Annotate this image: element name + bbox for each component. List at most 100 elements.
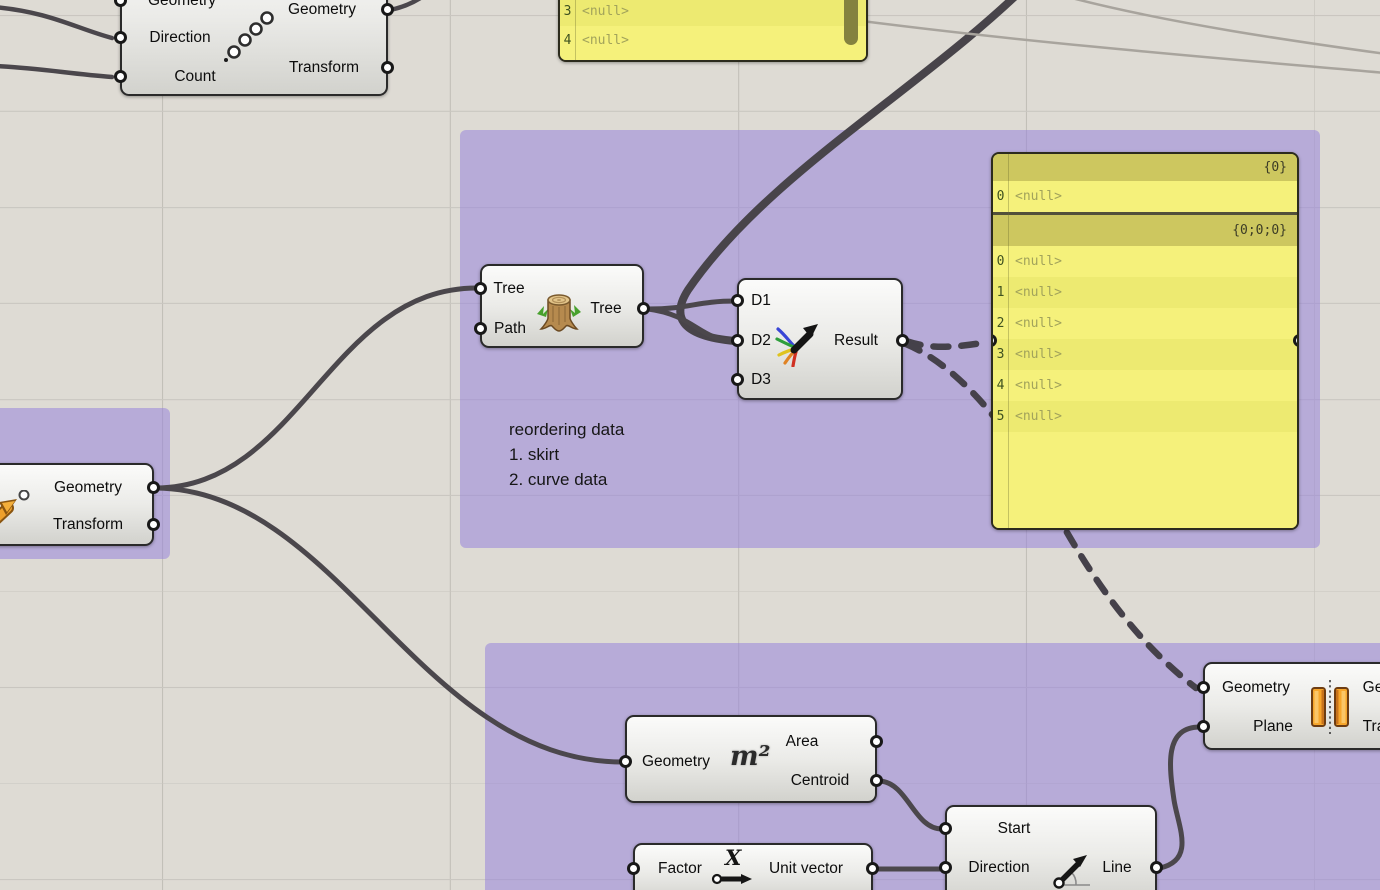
area-output-centroid-port[interactable] [870, 774, 883, 787]
move-arrow-icon [0, 490, 30, 524]
row-index: 3 [563, 4, 572, 19]
array-output-transform-port[interactable] [381, 61, 394, 74]
line-input-direction-port[interactable] [939, 861, 952, 874]
unit-x-component[interactable]: Factor Unit vector X [627, 843, 879, 890]
note-line-1: reordering data [509, 420, 625, 439]
array-input-geometry-label: Geometry [147, 0, 217, 9]
move-component[interactable]: Geometry Transform [0, 463, 160, 546]
merge-input-d3-port[interactable] [731, 373, 744, 386]
panel-row: 1 <null> [993, 277, 1297, 308]
mirror-input-plane-port[interactable] [1197, 720, 1210, 733]
merge-component[interactable]: D1 D2 D3 Result [731, 278, 909, 400]
wire-to-array-count[interactable] [0, 64, 115, 80]
mirror-component[interactable]: Geometry Plane Ge Tra [1197, 662, 1380, 750]
wire-move-to-tree[interactable] [153, 285, 480, 491]
panel-column-line [575, 0, 576, 60]
row-index: 4 [563, 33, 572, 48]
unit-x-arrow-icon [711, 873, 752, 885]
unit-x-glyph: X [725, 845, 742, 870]
area-output-area-port[interactable] [870, 735, 883, 748]
tree-output-tree-label: Tree [590, 300, 622, 317]
array-input-direction-label: Direction [149, 29, 211, 46]
line-input-direction-label: Direction [968, 859, 1030, 876]
line-sdl-component[interactable]: Start Direction Line [939, 805, 1163, 890]
panel-row: 4 <null> [560, 26, 866, 55]
panel-column-line [1008, 154, 1009, 528]
tree-output-tree-port[interactable] [637, 302, 650, 315]
mirror-input-geometry-port[interactable] [1197, 681, 1210, 694]
row-index: 0 [996, 189, 1005, 204]
move-output-transform-port[interactable] [147, 518, 160, 531]
tree-input-tree-port[interactable] [474, 282, 487, 295]
note-line-2: 1. skirt [509, 445, 560, 464]
area-output-area-label: Area [785, 733, 819, 750]
array-input-geometry-port[interactable] [114, 0, 127, 7]
merge-output-result-label: Result [834, 332, 878, 349]
panel-empty-area [993, 432, 1297, 528]
merge-output-result-port[interactable] [896, 334, 909, 347]
panel-row: 3 <null> [560, 0, 866, 26]
unitx-output-port[interactable] [866, 862, 879, 875]
tree-input-tree-label: Tree [493, 280, 525, 297]
row-value: <null> [1015, 189, 1062, 204]
row-index: 5 [996, 409, 1005, 424]
area-input-geometry-label: Geometry [641, 753, 711, 770]
area-input-geometry-port[interactable] [619, 755, 632, 768]
panel-path-header: {0;0;0} [993, 215, 1297, 246]
area-output-centroid-label: Centroid [790, 772, 850, 789]
row-value: <null> [1015, 378, 1062, 393]
line-output-line-label: Line [1102, 859, 1132, 876]
split-tree-component[interactable]: Tree Path Tree [474, 264, 650, 348]
line-output-port[interactable] [1150, 861, 1163, 874]
tree-stump-icon [537, 294, 581, 332]
panel-scrollbar[interactable] [844, 0, 858, 45]
line-input-start-port[interactable] [939, 822, 952, 835]
row-value: <null> [1015, 409, 1062, 424]
wire-from-array-geometry[interactable] [387, 0, 452, 13]
panel-empty-area [560, 55, 866, 60]
unitx-input-factor-label: Factor [658, 860, 702, 877]
wire-thin-upper-b[interactable] [1064, 0, 1380, 55]
linear-array-component[interactable]: Geometry Direction Count Geometry Transf… [114, 0, 394, 96]
merge-input-d2-port[interactable] [731, 334, 744, 347]
array-input-count-label: Count [174, 68, 216, 85]
row-index: 2 [996, 316, 1005, 331]
mirror-output-transform-label: Tra [1362, 718, 1380, 735]
panel-section-divider [993, 212, 1297, 215]
wire-thin-upper-a[interactable] [860, 19, 1380, 74]
array-output-geometry-label: Geometry [287, 1, 357, 18]
merge-input-d1-port[interactable] [731, 294, 744, 307]
merge-input-d3-label: D3 [751, 371, 771, 388]
row-value: <null> [1015, 285, 1062, 300]
group-note[interactable]: reordering data 1. skirt 2. curve data [509, 417, 624, 492]
panel-row: 5 <null> [993, 401, 1297, 432]
panel-row: 4 <null> [993, 370, 1297, 401]
panel-row: 0 <null> [993, 246, 1297, 277]
area-component[interactable]: Geometry Area Centroid m² [619, 715, 883, 803]
panel-row: 0 <null> [993, 181, 1297, 212]
merge-input-d2-label: D2 [751, 332, 771, 349]
move-output-geometry-label: Geometry [53, 479, 123, 496]
tree-input-path-port[interactable] [474, 322, 487, 335]
array-output-geometry-port[interactable] [381, 3, 394, 16]
array-input-count-port[interactable] [114, 70, 127, 83]
mirror-input-geometry-label: Geometry [1221, 679, 1291, 696]
panel-output-port[interactable] [1293, 334, 1297, 347]
unitx-input-factor-port[interactable] [627, 862, 640, 875]
mirror-output-geometry-label: Ge [1362, 679, 1380, 696]
data-panel-main[interactable]: {0} 0 <null> {0;0;0} 0 <null> 1 <null> 2… [991, 152, 1299, 530]
merge-streams-icon [775, 324, 818, 367]
data-panel-top[interactable]: 3 <null> 4 <null> [558, 0, 868, 62]
row-index: 1 [996, 285, 1005, 300]
note-line-3: 2. curve data [509, 470, 608, 489]
line-input-start-label: Start [997, 820, 1031, 837]
line-vector-icon [1053, 855, 1090, 889]
row-value: <null> [582, 33, 629, 48]
row-value: <null> [1015, 254, 1062, 269]
wire-to-array-direction[interactable] [0, 5, 115, 41]
array-input-direction-port[interactable] [114, 31, 127, 44]
move-output-geometry-port[interactable] [147, 481, 160, 494]
move-output-transform-label: Transform [52, 516, 124, 533]
tree-input-path-label: Path [494, 320, 526, 337]
